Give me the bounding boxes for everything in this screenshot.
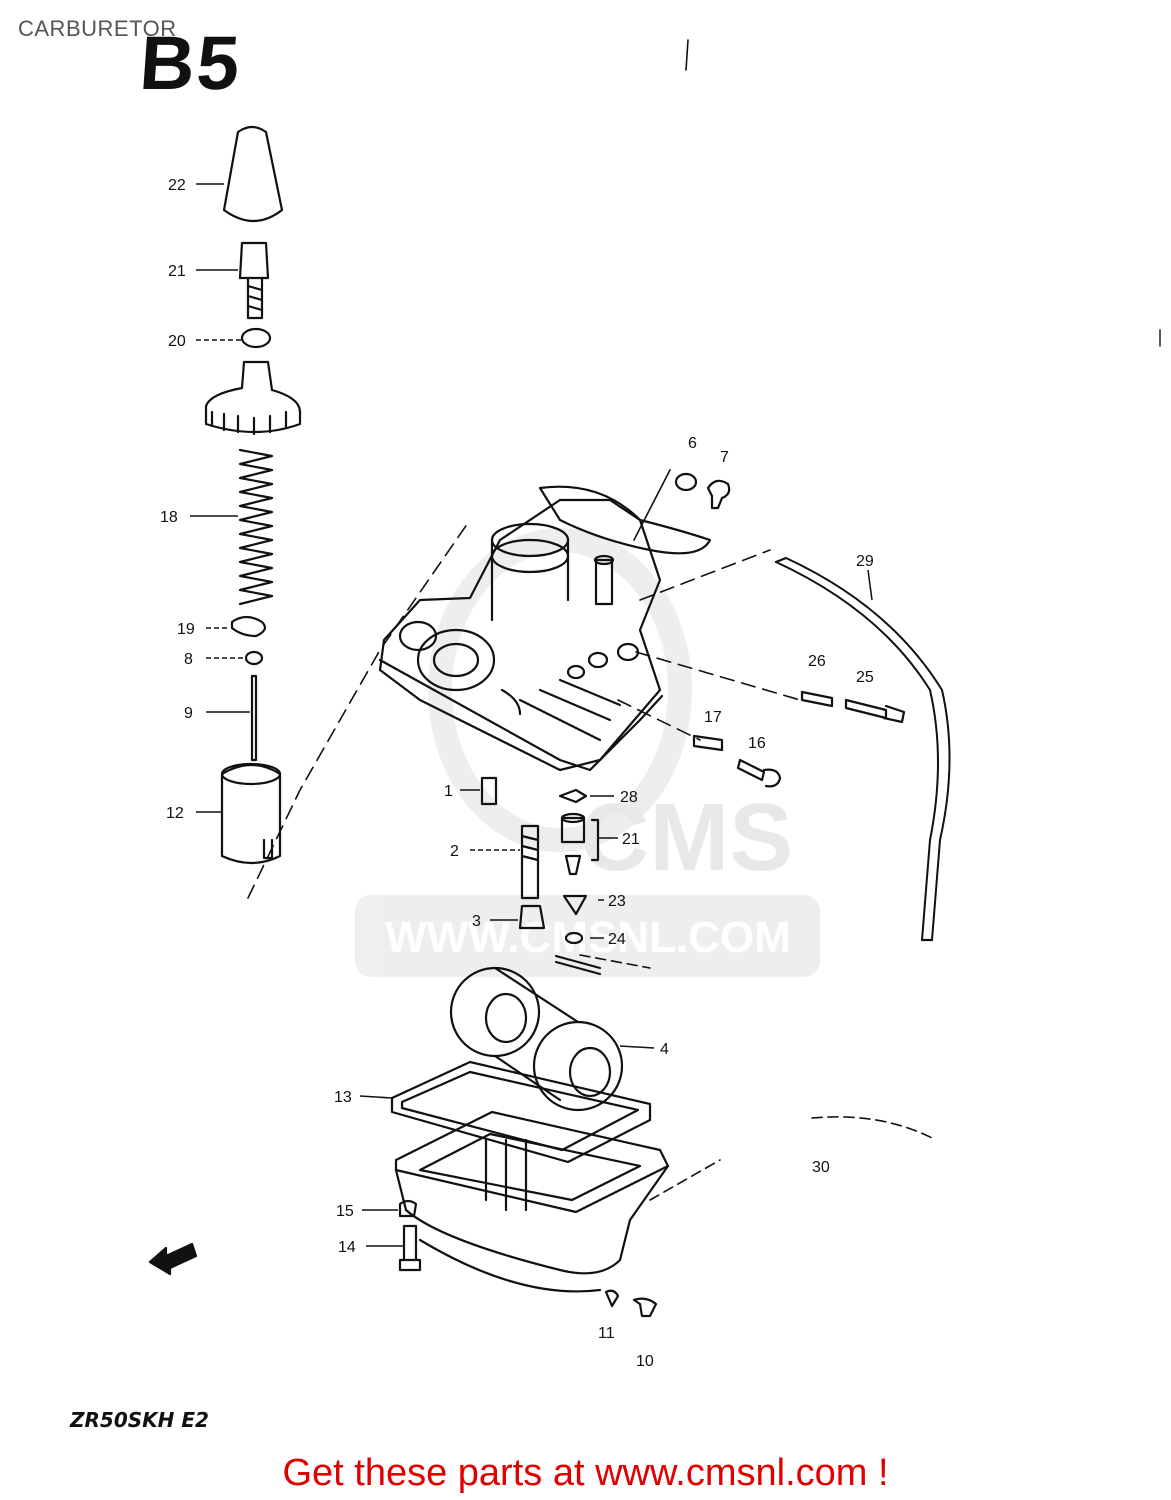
- label-part-12: 12: [166, 805, 184, 822]
- label-part-28: 28: [620, 789, 638, 806]
- label-part-9: 9: [184, 705, 193, 722]
- watermark-url: WWW.CMSNL.COM: [385, 913, 791, 962]
- part-7-screw: [706, 479, 731, 510]
- label-part-10: 10: [636, 1353, 654, 1370]
- label-part-30: 30: [812, 1159, 830, 1176]
- part-22-cap: [222, 125, 284, 222]
- part-1-jet: [480, 776, 498, 806]
- label-part-11: 11: [598, 1325, 615, 1342]
- part-10-drain-screw: [632, 1297, 658, 1318]
- label-part-14: 14: [338, 1239, 356, 1256]
- watermark-banner: [355, 895, 820, 977]
- label-part-3: 3: [472, 913, 481, 930]
- label-part-8: 8: [184, 651, 193, 668]
- part-2-emulsion-tube: [520, 824, 540, 900]
- part-top-cap: [204, 360, 302, 434]
- part-29-tube: [775, 561, 939, 941]
- label-part-22: 22: [168, 177, 186, 194]
- label-part-23: 23: [608, 893, 626, 910]
- label-part-7: 7: [720, 449, 729, 466]
- part-21-adjuster: [238, 241, 270, 280]
- part-18-spring: [238, 448, 274, 606]
- part-24-washer: [564, 931, 584, 945]
- label-part-15: 15: [336, 1203, 354, 1220]
- label-part-29: 29: [856, 553, 874, 570]
- part-13-gasket: [390, 1060, 652, 1164]
- part-9-needle: [250, 674, 258, 762]
- part-12-throttle-valve: [220, 764, 282, 865]
- label-part-4: 4: [660, 1041, 669, 1058]
- label-part-16: 16: [748, 735, 766, 752]
- diagram-title: CARBURETOR: [18, 16, 177, 41]
- label-part-19: 19: [177, 621, 195, 638]
- part-14-screw: [398, 1224, 422, 1272]
- part-4-floats: [449, 966, 624, 1112]
- part-21-thread: [246, 276, 264, 320]
- label-part-2: 2: [450, 843, 459, 860]
- part-17-spring: [692, 734, 724, 752]
- part-23-spring: [562, 894, 588, 916]
- label-part-17: 17: [704, 709, 722, 726]
- float-bowl: [394, 1110, 670, 1293]
- part-25-screw: [844, 698, 906, 724]
- label-part-20: 20: [168, 333, 186, 350]
- label-part-24: 24: [608, 931, 626, 948]
- label-part-13: 13: [334, 1089, 352, 1106]
- label-part-18: 18: [160, 509, 178, 526]
- part-6-washer: [674, 472, 698, 492]
- watermark: CMS WWW.CMSNL.COM: [355, 528, 820, 977]
- label-part-6: 6: [688, 435, 697, 452]
- label-part-26: 26: [808, 653, 826, 670]
- part-26-screw: [800, 690, 834, 708]
- label-part-25: 25: [856, 669, 874, 686]
- part-3-main-jet: [518, 904, 546, 930]
- part-11-washer: [604, 1289, 620, 1308]
- part-20-nut: [240, 327, 272, 349]
- label-part-21-pilot: 21: [622, 831, 640, 848]
- part-16-screw: [736, 758, 782, 788]
- part-8-clip: [244, 650, 264, 666]
- part-27-needle-valve: [560, 816, 586, 844]
- part-28-seat: [558, 788, 588, 804]
- watermark-logo-ring: [428, 528, 692, 852]
- carburetor-body: [378, 485, 712, 772]
- part-19-clip: [230, 615, 266, 638]
- part-15-washer: [398, 1199, 418, 1218]
- model-code: ZR50SKH E2: [70, 1408, 209, 1432]
- label-part-21: 21: [168, 263, 186, 280]
- label-part-1: 1: [444, 783, 453, 800]
- front-arrow-icon: [148, 1242, 198, 1276]
- footer-link-text[interactable]: Get these parts at www.cmsnl.com !: [282, 1452, 889, 1494]
